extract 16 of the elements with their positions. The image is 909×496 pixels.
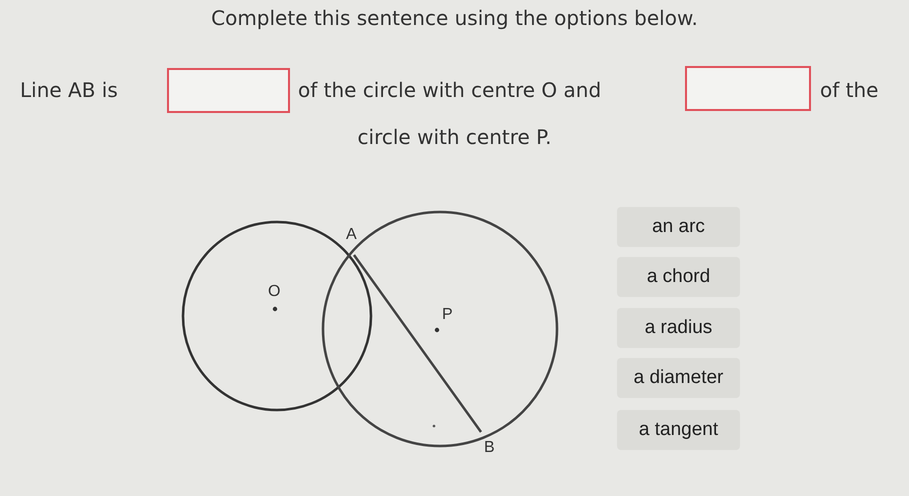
option-button: a diameter (617, 358, 740, 398)
sentence-text: circle with centre P. (356, 125, 552, 149)
option-button: a radius (617, 308, 740, 348)
option-button: an arc (617, 207, 740, 247)
answer-box (167, 68, 290, 113)
point-label: P (442, 306, 453, 324)
answer-box (685, 66, 811, 111)
instruction-text: Complete this sentence using the options below. (210, 6, 699, 30)
option-button: a tangent (617, 410, 740, 450)
point-label: A (346, 226, 357, 244)
point-label: B (484, 439, 495, 457)
point-label: O (268, 283, 280, 301)
sentence-text: of the (820, 78, 878, 102)
sentence-text: of the circle with centre O and (298, 78, 602, 102)
sentence-text: Line AB is (20, 78, 118, 102)
option-button: a chord (617, 257, 740, 297)
